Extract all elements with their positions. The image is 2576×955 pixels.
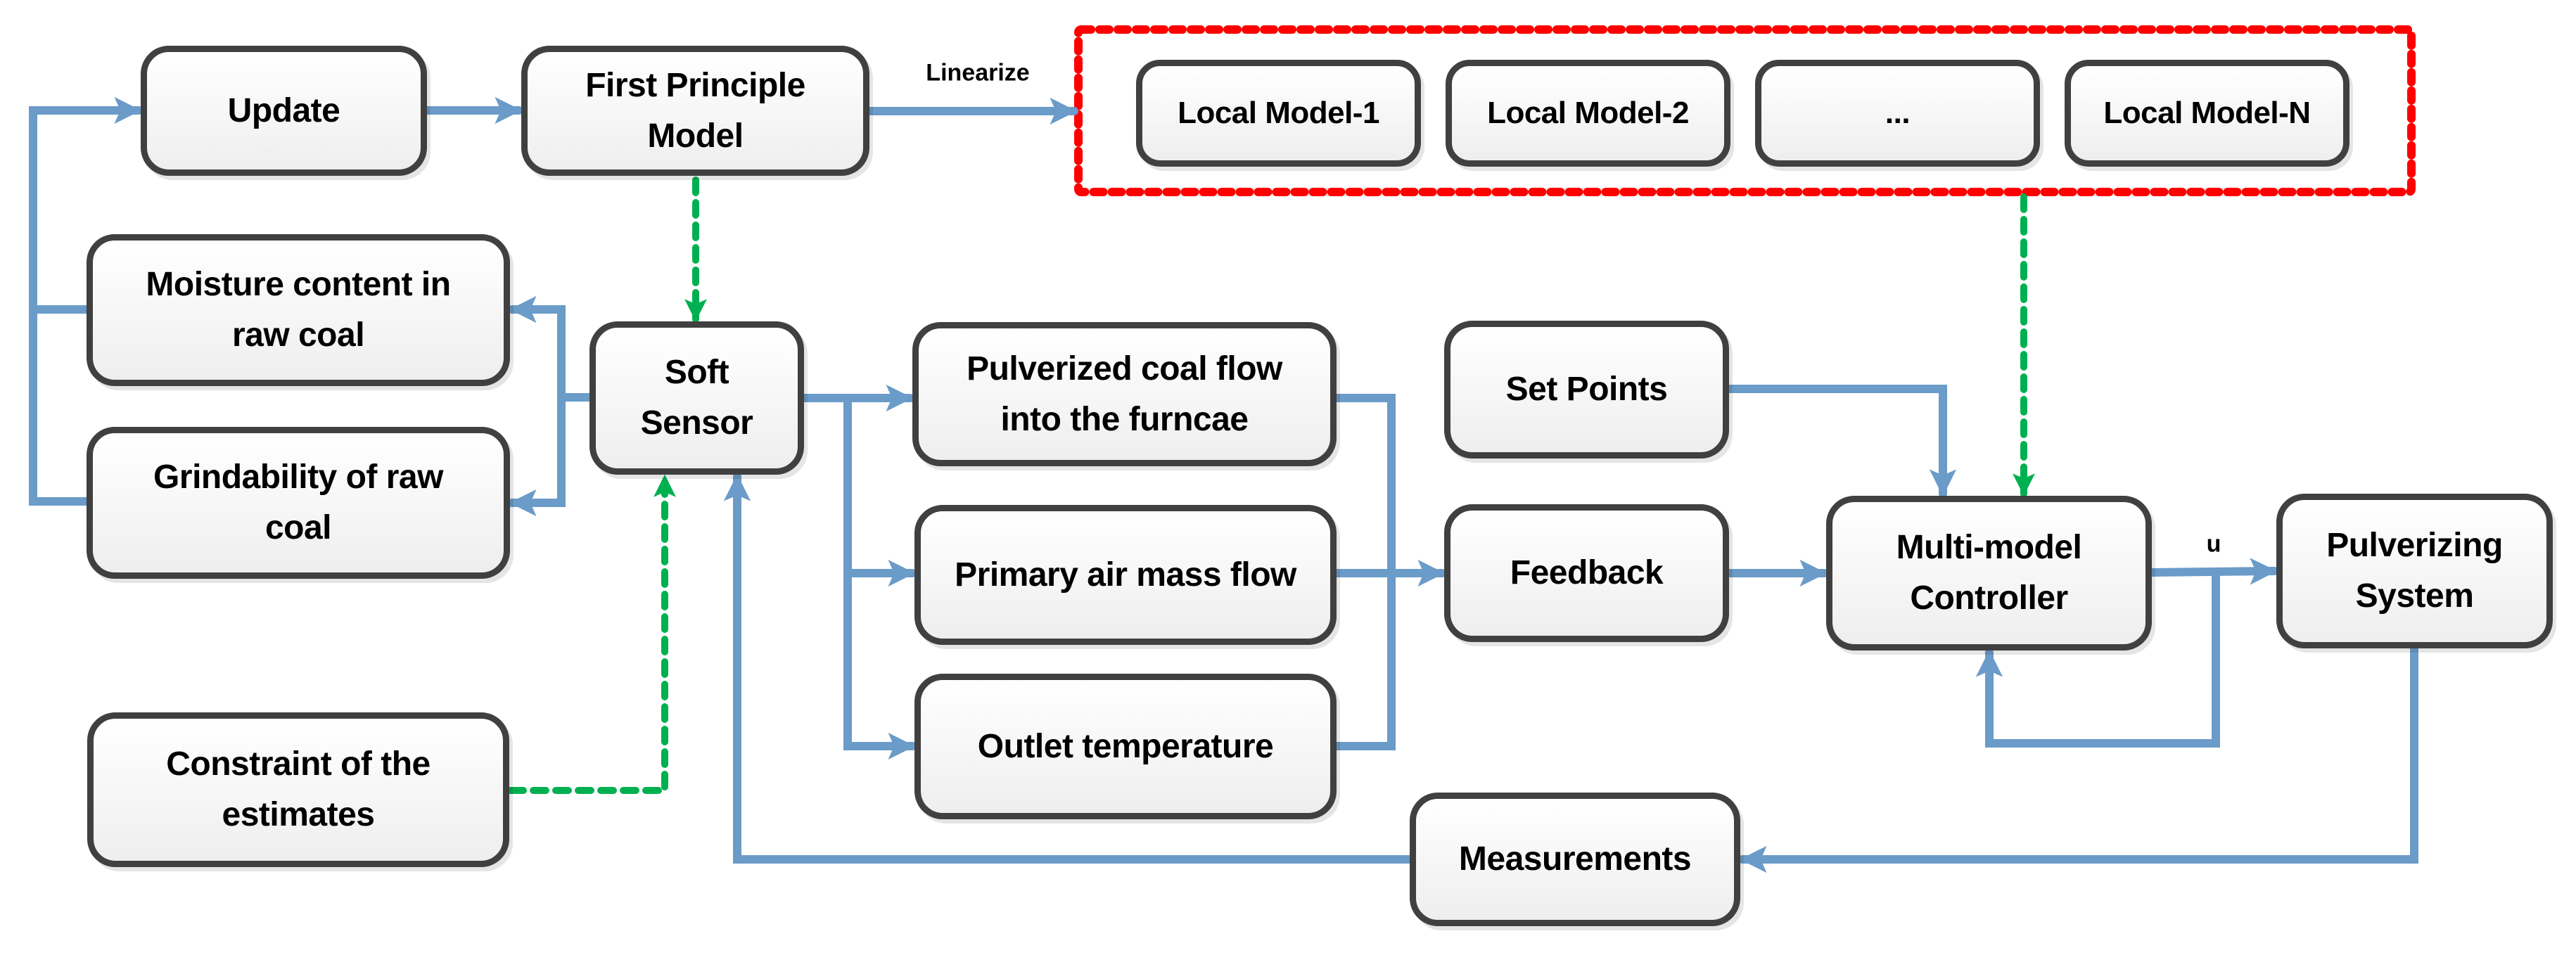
measurements-block: Measurements xyxy=(1410,793,1740,926)
local-model-2-label: Local Model-2 xyxy=(1487,96,1689,130)
wire-set-points-to-controller xyxy=(1725,385,1957,498)
first-principle-model-label-line2: Model xyxy=(647,117,744,155)
moisture-content-label-line1: Moisture content in xyxy=(146,266,451,303)
local-model-ellipsis-label: ... xyxy=(1885,96,1911,130)
first-principle-model-label-line1: First Principle xyxy=(585,66,805,104)
wire-u-loopback xyxy=(1975,568,2220,748)
moisture-content-label-line2: raw coal xyxy=(231,316,365,354)
grindability-label-line2: coal xyxy=(264,509,332,546)
controller-label-line1: Multi-model xyxy=(1896,529,2082,566)
wire-constraint-to-soft-sensor xyxy=(507,473,677,794)
local-model-1-block: Local Model-1 xyxy=(1136,60,1421,167)
update-block: Update xyxy=(141,46,427,176)
local-model-2-block: Local Model-2 xyxy=(1446,60,1730,167)
outlet-temperature-block: Outlet temperature xyxy=(914,674,1337,819)
feedback-block: Feedback xyxy=(1444,504,1729,642)
wire-soft-sensor-to-primary-air xyxy=(843,394,917,587)
constraint-of-estimates-block: Constraint of the estimates xyxy=(87,712,509,867)
grindability-label-line1: Grindability of raw xyxy=(153,459,443,496)
soft-sensor-block: Soft Sensor xyxy=(589,321,804,475)
pulverized-coal-flow-label-line1: Pulverized coal flow xyxy=(967,350,1282,387)
pulverizing-system-label-line2: System xyxy=(2355,577,2474,615)
primary-air-mass-flow-block: Primary air mass flow xyxy=(914,505,1337,645)
soft-sensor-label-line1: Soft xyxy=(664,354,729,391)
wire-params-to-update xyxy=(29,110,139,506)
wire-soft-sensor-to-outlet-temperature xyxy=(843,569,917,760)
local-model-n-label: Local Model-N xyxy=(2103,96,2311,130)
moisture-content-block: Moisture content in raw coal xyxy=(87,234,510,386)
linearize-edge-label: Linearize xyxy=(926,59,1030,86)
set-points-block: Set Points xyxy=(1444,321,1729,459)
controller-label-line2: Controller xyxy=(1910,579,2068,617)
control-signal-u-label: u xyxy=(2206,530,2221,558)
primary-air-mass-flow-label: Primary air mass flow xyxy=(955,556,1296,594)
pulverized-coal-flow-label-line2: into the furncae xyxy=(1000,400,1249,438)
wire-soft-sensor-to-grindability xyxy=(508,393,566,517)
local-model-1-label: Local Model-1 xyxy=(1178,96,1379,130)
local-model-group-frame xyxy=(1074,25,2416,196)
constraint-label-line1: Constraint of the xyxy=(166,745,431,783)
local-model-ellipsis-block: ... xyxy=(1755,60,2040,167)
grindability-block: Grindability of raw coal xyxy=(87,427,510,579)
outlet-temperature-label: Outlet temperature xyxy=(977,727,1274,765)
pulverizing-system-label-line1: Pulverizing xyxy=(2326,527,2503,564)
wire-measurements-to-soft-sensor xyxy=(723,473,1414,864)
feedback-label: Feedback xyxy=(1510,554,1664,591)
first-principle-model-block: First Principle Model xyxy=(521,46,869,176)
constraint-label-line2: estimates xyxy=(222,796,375,833)
wire-pulverizing-to-measurements xyxy=(1738,644,2418,873)
set-points-label: Set Points xyxy=(1505,371,1668,408)
soft-sensor-label-line2: Sensor xyxy=(640,404,753,442)
update-label: Update xyxy=(227,91,340,129)
pulverizing-system-block: Pulverizing System xyxy=(2276,494,2553,648)
wire-soft-sensor-to-moisture xyxy=(508,295,594,402)
measurements-label: Measurements xyxy=(1458,840,1692,878)
pulverized-coal-flow-block: Pulverized coal flow into the furncae xyxy=(912,322,1337,466)
multi-model-controller-block: Multi-model Controller xyxy=(1826,496,2152,650)
local-model-n-block: Local Model-N xyxy=(2065,60,2349,167)
